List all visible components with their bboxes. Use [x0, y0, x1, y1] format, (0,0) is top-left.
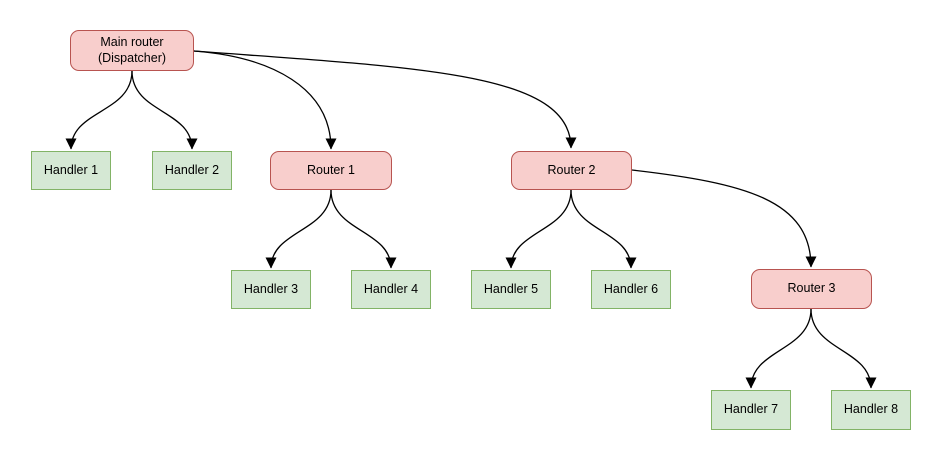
node-handler-5: Handler 5 [471, 270, 551, 309]
node-router-1: Router 1 [270, 151, 392, 190]
edge-main-to-router1 [193, 50, 337, 150]
edge-router1-to-handler4 [330, 189, 397, 269]
node-router-3: Router 3 [751, 269, 872, 309]
node-router-2-label: Router 2 [547, 162, 596, 177]
node-handler-1: Handler 1 [31, 151, 111, 190]
edge-router1-to-handler3 [265, 189, 332, 269]
node-handler-2: Handler 2 [152, 151, 232, 190]
edge-router2-to-handler6 [570, 189, 637, 269]
node-handler-3-label: Handler 3 [243, 281, 299, 296]
node-router-2: Router 2 [511, 151, 632, 190]
edge-router3-to-handler7 [745, 308, 812, 389]
node-handler-5-label: Handler 5 [483, 281, 539, 296]
edge-main-to-handler2 [131, 70, 198, 150]
node-handler-2-label: Handler 2 [164, 162, 220, 177]
node-handler-6-label: Handler 6 [603, 281, 659, 296]
node-handler-3: Handler 3 [231, 270, 311, 309]
node-handler-1-label: Handler 1 [43, 162, 99, 177]
edge-router3-to-handler8 [810, 308, 877, 389]
node-handler-7-label: Handler 7 [723, 402, 779, 417]
edge-router2-to-handler5 [505, 189, 572, 269]
node-main-router-label: Main router (Dispatcher) [97, 34, 167, 65]
node-handler-6: Handler 6 [591, 270, 671, 309]
node-handler-8: Handler 8 [831, 390, 911, 430]
node-main-router: Main router (Dispatcher) [70, 30, 194, 71]
edge-main-to-handler1 [65, 70, 133, 150]
node-router-3-label: Router 3 [787, 281, 836, 296]
node-handler-4: Handler 4 [351, 270, 431, 309]
node-router-1-label: Router 1 [307, 162, 355, 177]
edge-router2-to-router3 [631, 169, 817, 268]
node-handler-7: Handler 7 [711, 390, 791, 430]
edge-main-to-router2 [193, 50, 577, 149]
node-handler-4-label: Handler 4 [363, 281, 419, 296]
node-handler-8-label: Handler 8 [843, 402, 899, 417]
